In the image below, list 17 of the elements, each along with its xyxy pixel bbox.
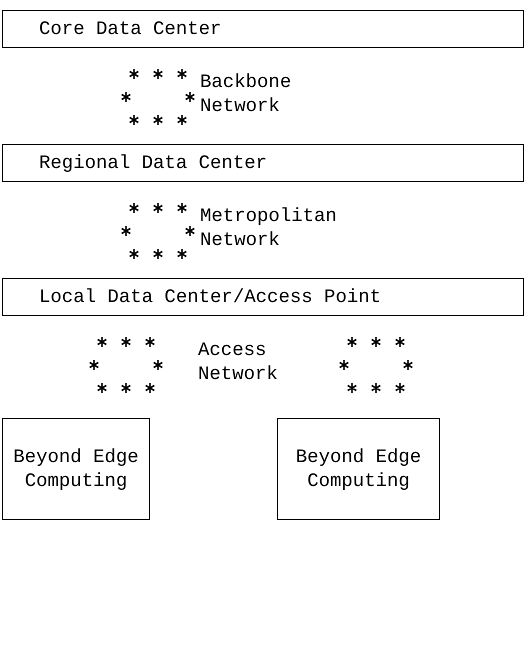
data-center-box — [2, 278, 524, 316]
network-label: Metropolitan Network — [200, 204, 338, 252]
data-center-box — [2, 144, 524, 182]
data-center-box — [2, 418, 150, 520]
data-center-box — [2, 10, 524, 48]
asterisk-cloud — [120, 200, 196, 262]
box-label: Core Data Center — [38, 17, 222, 41]
box-label: Regional Data Center — [38, 151, 268, 175]
data-center-box — [277, 418, 440, 520]
asterisk-cloud — [88, 334, 164, 396]
network-label: Access Network — [198, 338, 279, 386]
network-label: Backbone Network — [200, 70, 292, 118]
box-label: Beyond Edge Computing — [12, 445, 140, 493]
asterisk-cloud — [120, 66, 196, 128]
box-label: Beyond Edge Computing — [294, 445, 422, 493]
asterisk-cloud — [338, 334, 414, 396]
box-label: Local Data Center/Access Point — [38, 285, 382, 309]
